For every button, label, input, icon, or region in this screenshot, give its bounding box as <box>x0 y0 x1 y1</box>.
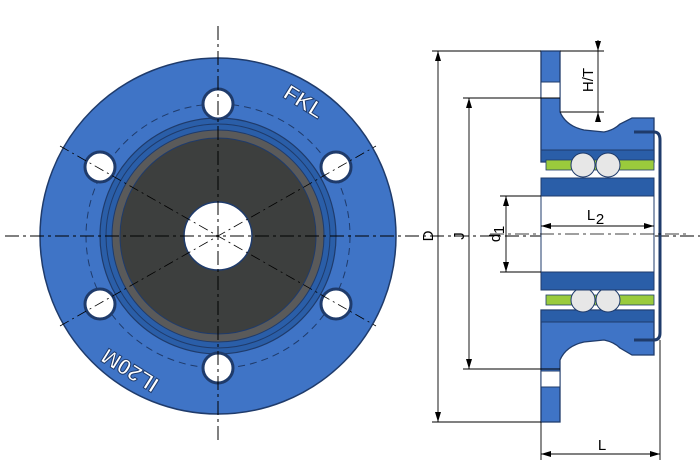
label-l2-main: L <box>587 207 595 224</box>
section-view: H/T D J d 1 L 2 L <box>420 40 690 460</box>
bolt-axis-diag2 <box>59 145 377 327</box>
section-inner-ring-lower <box>540 271 655 291</box>
section-balls-lower <box>545 287 655 313</box>
dimension-lines <box>432 40 661 460</box>
label-h-t: H/T <box>580 68 597 92</box>
label-l-total: L <box>598 437 606 454</box>
label-j: J <box>451 232 468 240</box>
dimension-arrows <box>435 41 660 457</box>
label-d1: d 1 <box>487 226 508 242</box>
label-l2: L 2 <box>587 207 604 228</box>
section-balls-upper <box>545 152 655 178</box>
section-outer-ring-lower <box>540 309 655 323</box>
ball-upper-2 <box>595 152 621 178</box>
label-l2-sub: 2 <box>596 211 604 228</box>
label-d1-main: d <box>487 234 504 242</box>
bolt-hole-upper-left <box>83 150 117 184</box>
section-flange-lower <box>540 309 655 423</box>
section-flange-upper <box>540 50 655 163</box>
ball-upper-1 <box>570 152 596 178</box>
section-inner-ring-upper <box>540 177 655 197</box>
section-cover-cap <box>634 130 662 342</box>
section-bolt-slot-upper <box>540 81 561 99</box>
ball-lower-1 <box>570 287 596 313</box>
ball-lower-2 <box>595 287 621 313</box>
bolt-hole-lower-left <box>83 287 117 321</box>
label-d-outer: D <box>420 230 437 241</box>
label-d1-sub: 1 <box>491 226 508 234</box>
bolt-hole-lower-right <box>319 287 353 321</box>
bolt-hole-upper-right <box>319 150 353 184</box>
section-bolt-slot-lower <box>540 370 561 388</box>
front-view: FKL IL20M <box>5 26 700 440</box>
